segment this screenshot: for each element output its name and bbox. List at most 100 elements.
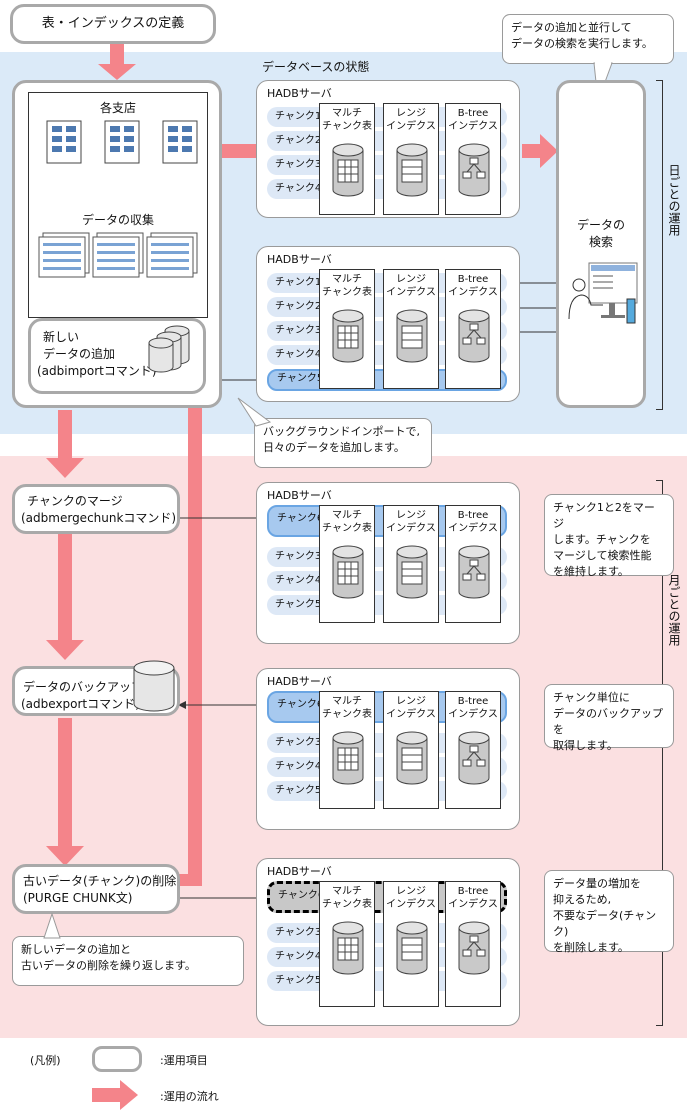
- callout-backup-line-3: 取得します。: [553, 739, 618, 752]
- monthly-side-label: 月ごとの運用: [667, 574, 681, 646]
- callout-bg-line-1: バックグラウンドインポートで,: [263, 425, 421, 438]
- search-label-line-2: 検索: [588, 235, 613, 249]
- index-column-table: マルチチャンク表: [319, 881, 375, 1007]
- add-box-line-1: 新しい: [43, 330, 80, 344]
- callout-parallel-search: データの追加と並行して データの検索を実行します。: [502, 14, 674, 64]
- column-label: インデクス: [448, 287, 498, 298]
- purge-chunk-box: 古いデータ(チャンク)の削除 (PURGE CHUNK文): [12, 864, 180, 914]
- server-title: HADBサーバ: [267, 87, 332, 100]
- building-icons: [46, 120, 198, 164]
- monthly-bracket: [656, 480, 663, 1026]
- definition-label: 表・インデックスの定義: [41, 16, 185, 31]
- search-label-line-1: データの: [576, 218, 625, 232]
- database-icon: [148, 325, 190, 373]
- column-label: インデクス: [386, 523, 436, 534]
- cylinder-range-icon: [396, 545, 428, 599]
- purge-box-line-1: 古いデータ(チャンク)の削除: [23, 874, 177, 888]
- purge-box-line-2: (PURGE CHUNK文): [23, 891, 133, 905]
- stores-inner-box: 各支店 データの収集: [28, 92, 208, 318]
- backup-box-line-1: データのバックアップ: [23, 680, 144, 694]
- callout-purge-line-1: データ量の増加を: [553, 877, 641, 890]
- callout-repeat-pointer: [43, 912, 61, 939]
- cylinder-btree-icon: [458, 731, 490, 785]
- server-title: HADBサーバ: [267, 675, 332, 688]
- callout-merge-line-4: を維持します。: [553, 565, 629, 578]
- callout-backup: チャンク単位に データのバックアップを 取得します。: [544, 684, 674, 752]
- index-column-range: レンジインデクス: [383, 881, 439, 1007]
- callout-repeat-line-1: 新しいデータの追加と: [21, 943, 131, 956]
- cylinder-table-icon: [332, 143, 364, 197]
- column-label: インデクス: [448, 899, 498, 910]
- index-column-table: マルチチャンク表: [319, 269, 375, 389]
- stores-label: 各支店: [99, 101, 136, 115]
- column-label: インデクス: [448, 709, 498, 720]
- index-column-table: マルチチャンク表: [319, 505, 375, 623]
- callout-merge-line-1: チャンク1と2をマージ: [553, 501, 655, 530]
- column-label: チャンク表: [322, 121, 372, 132]
- server-title: HADBサーバ: [267, 489, 332, 502]
- cylinder-btree-icon: [458, 545, 490, 599]
- cylinder-table-icon: [332, 921, 364, 975]
- index-column-table: マルチチャンク表: [319, 103, 375, 215]
- column-label: インデクス: [448, 523, 498, 534]
- callout-bg-line-2: 日々のデータを追加します。: [263, 441, 405, 454]
- column-label: インデクス: [386, 121, 436, 132]
- backup-box-line-2: (adbexportコマンド): [21, 697, 140, 711]
- merge-box-line-1: チャンクのマージ: [27, 494, 123, 508]
- column-label: インデクス: [448, 121, 498, 132]
- cylinder-btree-icon: [458, 143, 490, 197]
- cylinder-range-icon: [396, 921, 428, 975]
- index-column-btree: B-tree インデクス: [445, 103, 501, 215]
- user-computer-icon: [568, 262, 638, 324]
- add-box-line-2: データの追加: [43, 347, 116, 361]
- add-box-line-3: (adbimportコマンド): [37, 364, 157, 378]
- legend-flow-arrow: [92, 1080, 138, 1110]
- callout-merge: チャンク1と2をマージ します。チャンクを マージして検索性能 を維持します。: [544, 494, 674, 578]
- add-data-box: 新しい データの追加 (adbimportコマンド): [28, 318, 206, 394]
- search-operation-box: データの 検索: [556, 80, 646, 408]
- index-column-table: マルチチャンク表: [319, 691, 375, 809]
- column-label: レンジ: [396, 510, 426, 521]
- daily-bracket: [656, 80, 663, 410]
- collect-label: データの収集: [81, 213, 154, 227]
- db-state-title: データベースの状態: [262, 60, 370, 74]
- index-column-range: レンジインデクス: [383, 691, 439, 809]
- legend-flow-label: :運用の流れ: [160, 1090, 219, 1103]
- callout-purge: データ量の増加を 抑えるため, 不要なデータ(チャンク) を削除します。: [544, 870, 674, 954]
- column-label: インデクス: [386, 709, 436, 720]
- column-label: レンジ: [396, 886, 426, 897]
- merge-chunk-box: チャンクのマージ (adbmergechunkコマンド): [12, 484, 180, 534]
- callout-purge-line-4: を削除します。: [553, 941, 629, 954]
- index-column-btree: B-tree インデクス: [445, 269, 501, 389]
- column-label: マルチ: [332, 886, 362, 897]
- column-label: インデクス: [386, 287, 436, 298]
- column-label: インデクス: [386, 899, 436, 910]
- column-label: B-tree: [457, 510, 489, 521]
- column-label: マルチ: [332, 274, 362, 285]
- index-column-range: レンジインデクス: [383, 505, 439, 623]
- callout-merge-line-2: します。チャンクを: [553, 533, 651, 546]
- merge-box-line-2: (adbmergechunkコマンド): [21, 511, 177, 525]
- column-label: チャンク表: [322, 709, 372, 720]
- column-label: B-tree: [457, 274, 489, 285]
- cylinder-range-icon: [396, 731, 428, 785]
- column-label: マルチ: [332, 696, 362, 707]
- server-title: HADBサーバ: [267, 865, 332, 878]
- callout-purge-line-2: 抑えるため,: [553, 893, 612, 906]
- backup-database-icon: [133, 660, 175, 712]
- callout-repeat-line-2: 古いデータの削除を繰り返します。: [21, 959, 196, 972]
- column-label: B-tree: [457, 108, 489, 119]
- cylinder-table-icon: [332, 309, 364, 363]
- callout-backup-line-2: データのバックアップを: [553, 707, 663, 736]
- column-label: チャンク表: [322, 287, 372, 298]
- callout-merge-line-3: マージして検索性能: [553, 549, 652, 562]
- callout-bg-pointer: [237, 397, 272, 427]
- legend-item-swatch: [92, 1046, 142, 1072]
- cylinder-table-icon: [332, 545, 364, 599]
